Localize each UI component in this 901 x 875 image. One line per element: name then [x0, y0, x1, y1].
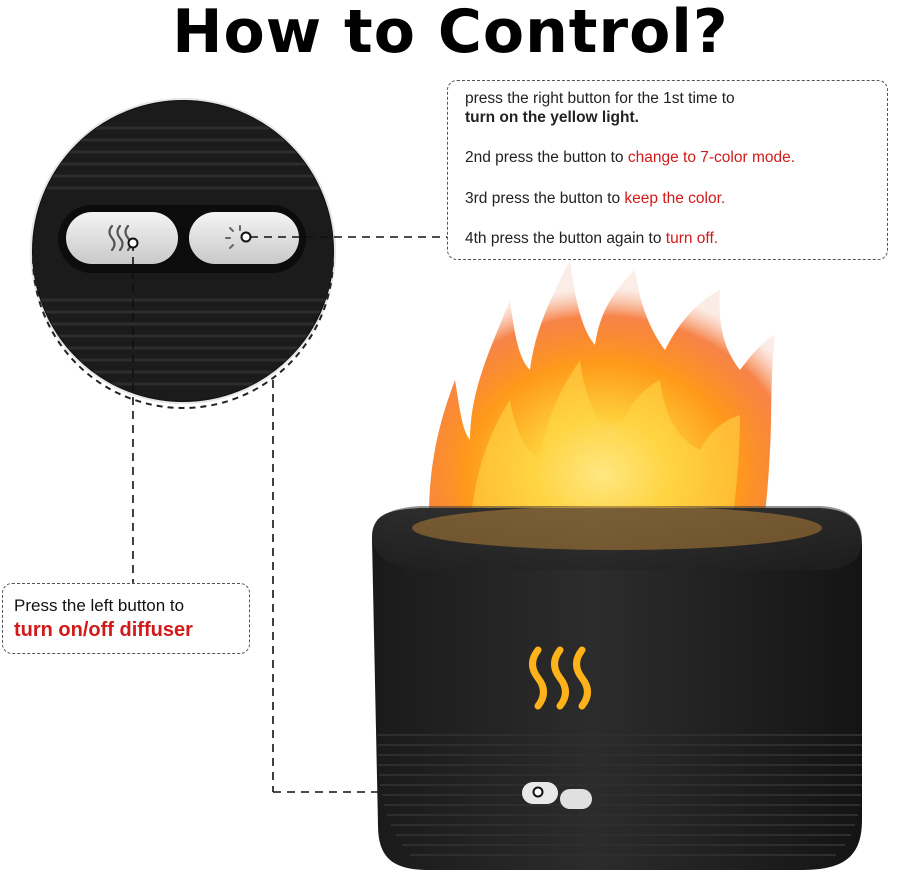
zoom-circle — [30, 98, 336, 409]
left-button-marker — [127, 237, 139, 249]
left-instruction-emphasis: turn on/off diffuser — [14, 619, 193, 641]
page-title: How to Control? — [172, 0, 729, 67]
right-button-marker — [240, 231, 252, 243]
right-button-instructions: press the right button for the 1st time … — [447, 80, 888, 260]
instruction-line-2: 2nd press the button to change to 7-colo… — [465, 149, 796, 166]
flame-graphic — [429, 260, 775, 545]
glowing-steam-icon — [529, 646, 591, 710]
left-button-zoom[interactable] — [66, 212, 178, 264]
instruction-line-4-emphasis: turn off. — [665, 230, 719, 247]
instruction-line-3: 3rd press the button to keep the color. — [465, 190, 726, 207]
instruction-line-4: 4th press the button again to turn off. — [465, 230, 719, 247]
power-dot-icon — [532, 786, 544, 798]
sparkle-light-icon — [225, 225, 241, 249]
left-button-instructions: Press the left button to turn on/off dif… — [2, 583, 250, 654]
instruction-line-1-emphasis: turn on the yellow light. — [465, 109, 639, 126]
instruction-line-2-emphasis: change to 7-color mode. — [627, 149, 796, 166]
diffuser-device — [372, 506, 862, 870]
right-button[interactable] — [560, 789, 592, 809]
instruction-line-1: press the right button for the 1st time … — [465, 90, 735, 107]
instruction-line-3-emphasis: keep the color. — [624, 190, 726, 207]
left-instruction-line: Press the left button to — [14, 596, 185, 615]
